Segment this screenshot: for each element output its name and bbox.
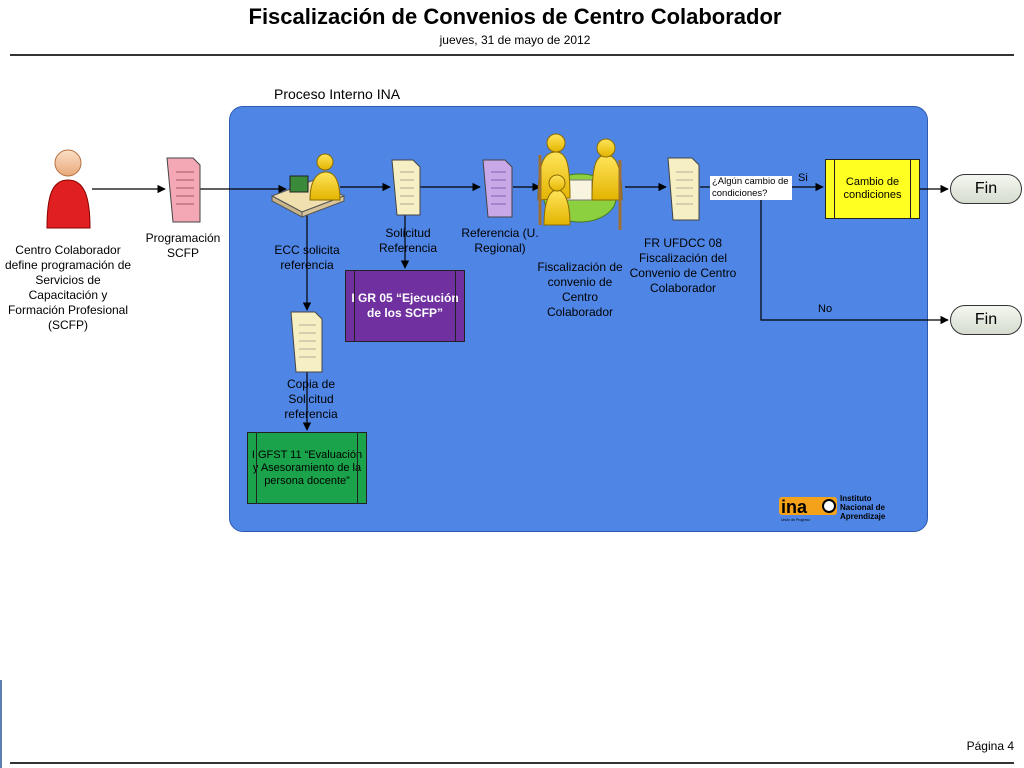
subprocess-igfst11: I GFST 11 “Evaluación y Asesoramiento de… <box>247 432 367 504</box>
fiscalizacion-label: Fiscalización de convenio de Centro Cola… <box>537 260 623 319</box>
document-icon <box>391 159 421 216</box>
page-title: Fiscalización de Convenios de Centro Col… <box>248 4 782 29</box>
decision-no-label: No <box>818 303 833 315</box>
logo-caption: Unión de Progreso <box>781 518 810 522</box>
fr-ufdcc-label: FR UFDCC 08 Fiscalización del Convenio d… <box>629 236 737 295</box>
page-date: jueves, 31 de mayo de 2012 <box>439 33 591 47</box>
terminal-fin-yes: Fin <box>950 174 1022 204</box>
left-edge-marker <box>0 680 2 768</box>
referencia-label: Referencia (U. Regional) <box>461 226 539 255</box>
worker-at-desk-icon <box>270 153 346 218</box>
page-number: Página 4 <box>966 739 1014 753</box>
ina-logo-text: Instituto Nacional de Aprendizaje <box>840 494 886 521</box>
footer-divider <box>10 762 1014 764</box>
document-icon <box>667 157 700 221</box>
subprocess-cambio-condiciones: Cambio de condiciones <box>825 159 920 219</box>
document-icon <box>166 157 201 223</box>
ina-logo: ina Unión de Progreso <box>779 497 837 522</box>
decision-label: ¿Algún cambio de condiciones? <box>710 176 792 200</box>
person-icon <box>46 149 91 229</box>
logo-mark: ina <box>781 497 808 517</box>
decision-yes-label: Si <box>798 172 808 184</box>
document-icon <box>290 311 323 373</box>
arrow-decision-no-to-fin <box>760 196 949 325</box>
subprocess-igr05: I GR 05 “Ejecución de los SCFP” <box>345 270 465 342</box>
terminal-fin-no: Fin <box>950 305 1022 335</box>
programacion-label: Programación SCFP <box>145 231 221 260</box>
actor-label: Centro Colaborador define programación d… <box>4 243 132 332</box>
solicitud-label: Solicitud Referencia <box>378 226 438 255</box>
meeting-table-icon <box>537 133 623 230</box>
ecc-label: ECC solicita referencia <box>274 243 340 272</box>
document-icon <box>482 159 513 218</box>
swimlane-title: Proceso Interno INA <box>274 86 401 102</box>
copia-label: Copia de Solicitud referencia <box>284 377 338 421</box>
header-divider <box>10 54 1014 56</box>
